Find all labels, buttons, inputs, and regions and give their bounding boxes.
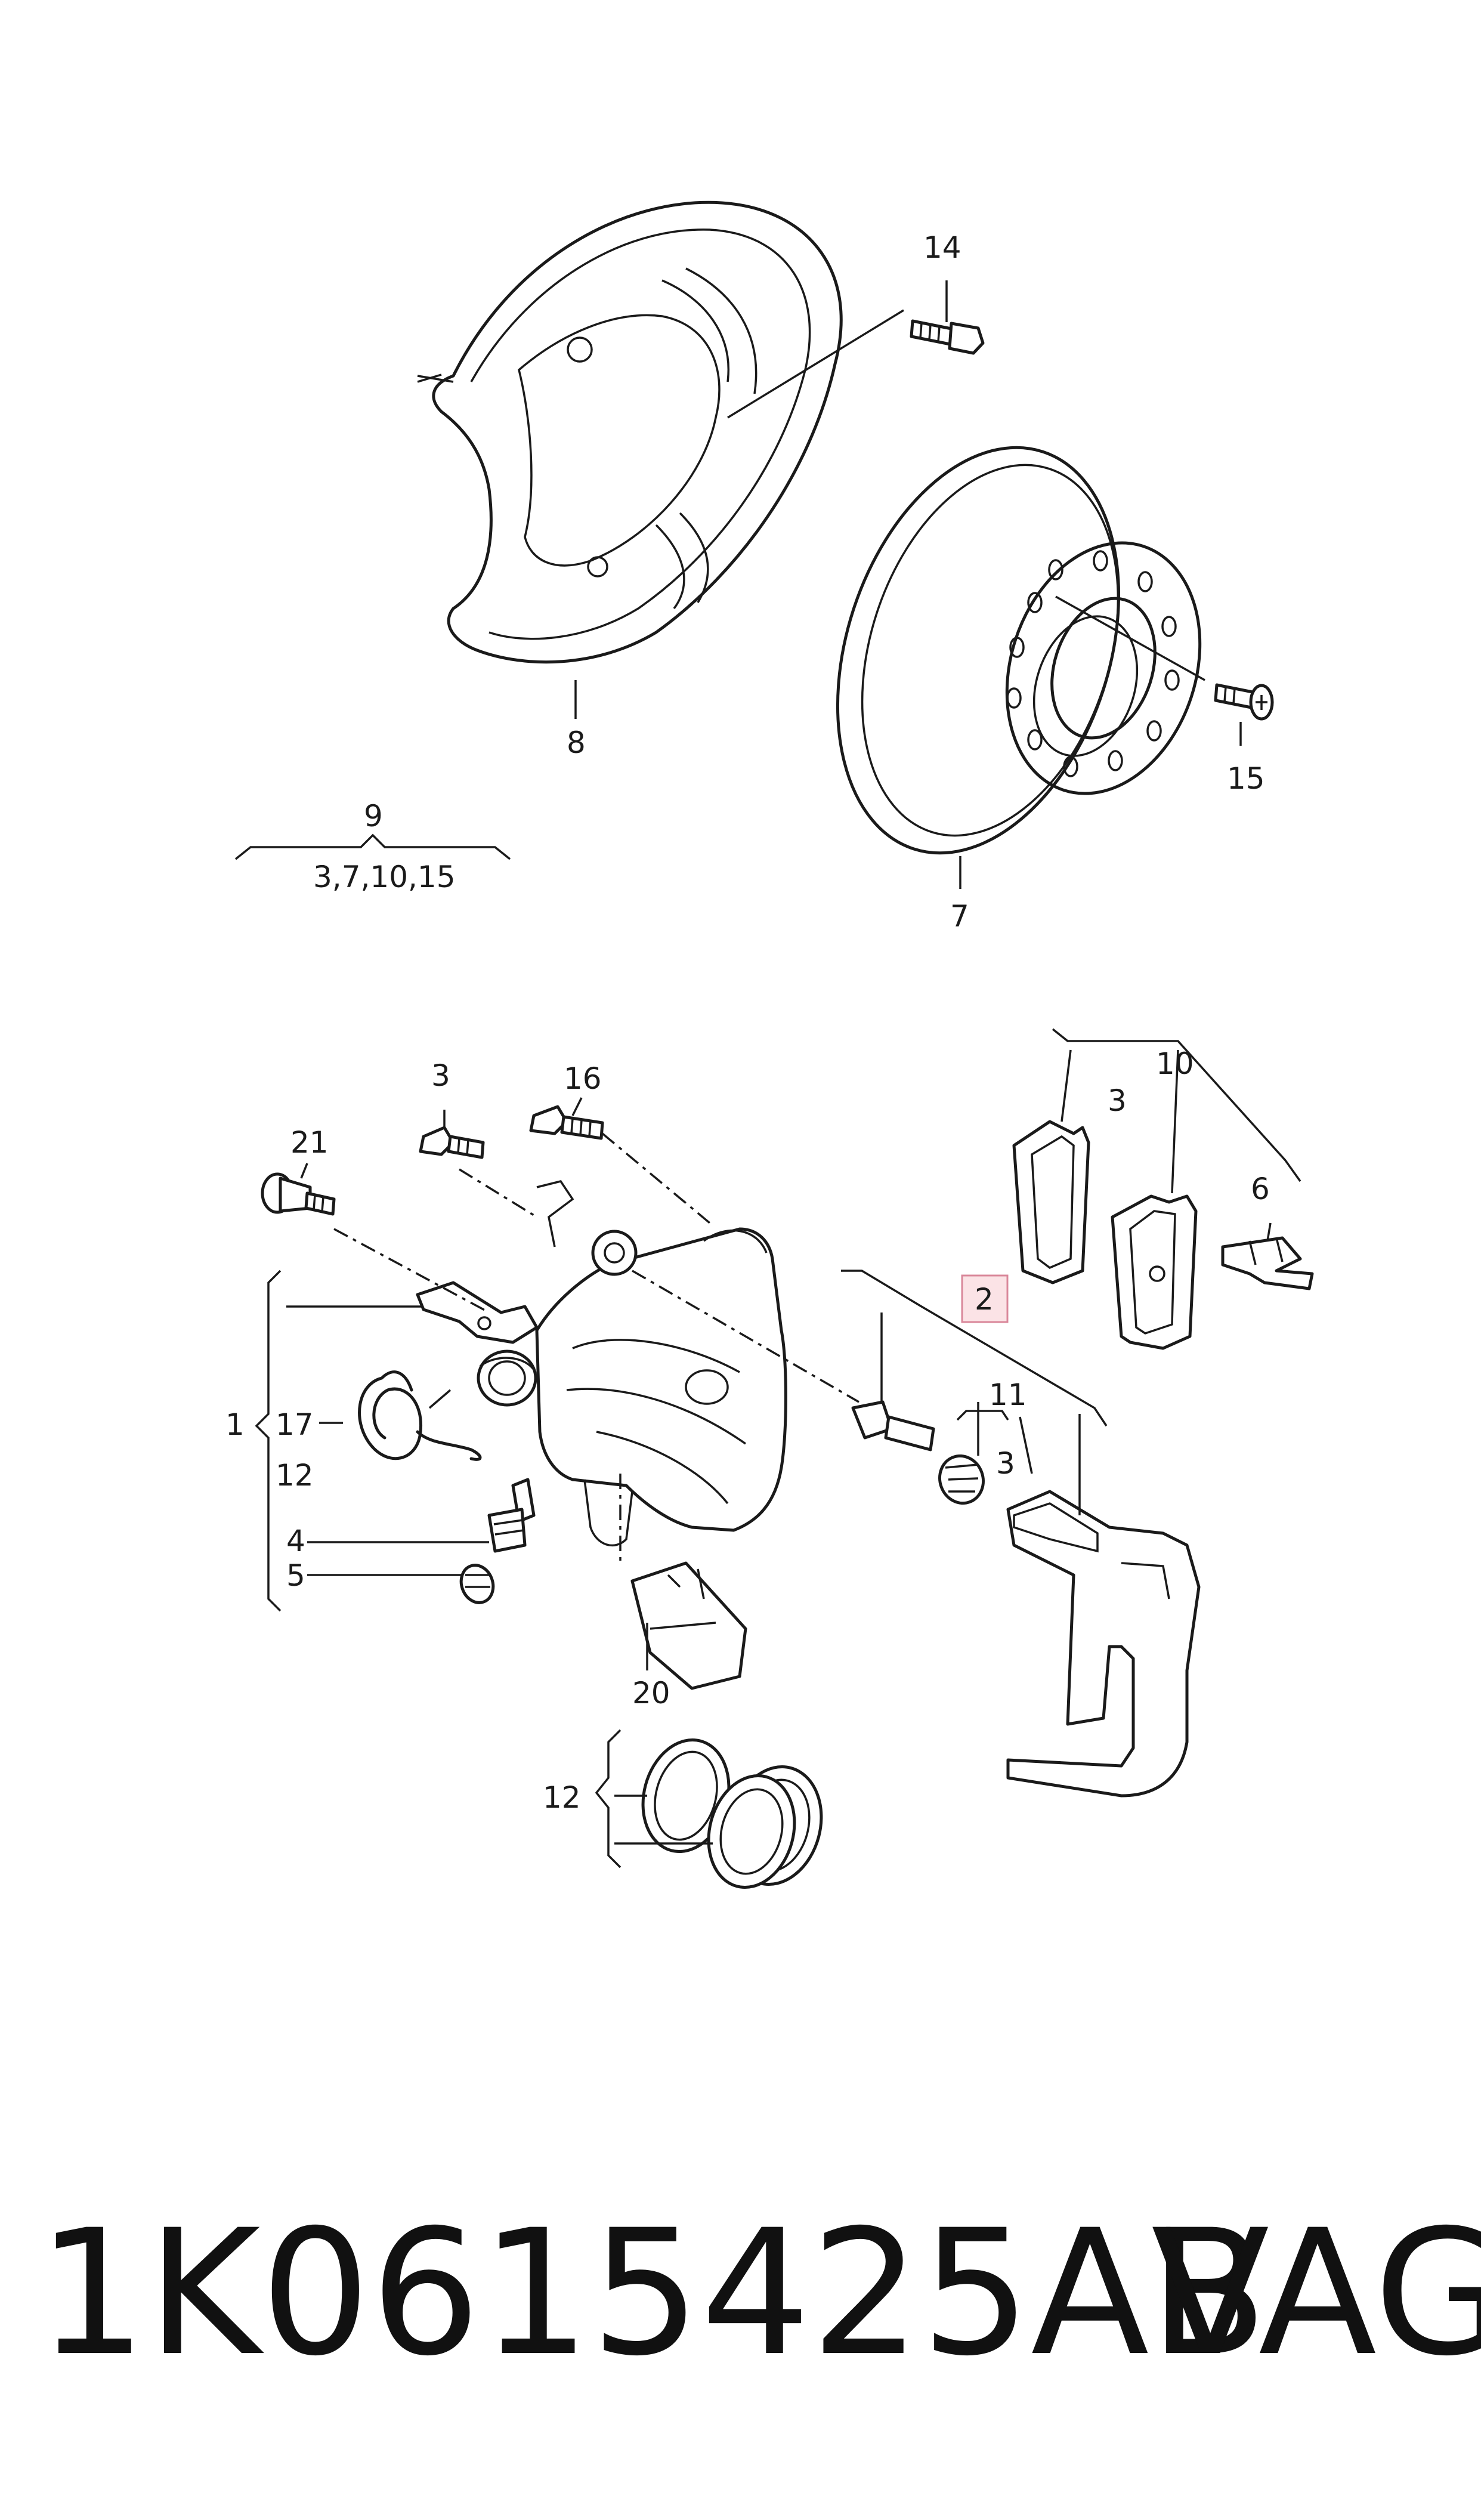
- callout-17: 17: [276, 1407, 314, 1442]
- seal-kit-12-part: [641, 1738, 823, 1889]
- lower-leader-lines: [255, 1028, 1301, 1869]
- lower-dash-lines: [333, 1132, 859, 1563]
- dust-shield-part: [417, 200, 843, 664]
- brake-disc-part: [836, 446, 1202, 855]
- callout-2-highlight: [961, 1274, 1009, 1323]
- callout-3-bolt: 3: [431, 1058, 450, 1093]
- callout-6: 6: [1251, 1172, 1270, 1206]
- callout-16: 16: [564, 1061, 602, 1096]
- bolt-14-part: [910, 319, 985, 355]
- top-leader-lines: [234, 280, 1242, 889]
- caliper-bracket-part: [1006, 1490, 1201, 1798]
- cap-5-part: [459, 1564, 495, 1604]
- callout-8: 8: [567, 725, 586, 760]
- screw-15-part: [1214, 683, 1274, 721]
- callout-3-pads: 3: [1108, 1083, 1127, 1118]
- callout-15: 15: [1227, 761, 1265, 796]
- bleeder-4-part: [487, 1478, 536, 1553]
- bolt-21-part: [261, 1172, 336, 1216]
- caliper-body-part: [535, 1180, 787, 1546]
- callout-11: 11: [989, 1378, 1027, 1412]
- brand-text: VAG: [1151, 2193, 1481, 2394]
- callout-3-pin: 3: [996, 1446, 1015, 1481]
- spring-20-part: [630, 1561, 747, 1690]
- callout-9-sub: 3,7,10,15: [313, 860, 456, 894]
- callout-1: 1: [225, 1407, 245, 1442]
- callout-7: 7: [950, 899, 969, 934]
- callout-5: 5: [286, 1558, 305, 1593]
- callout-9: 9: [364, 799, 383, 833]
- callout-4: 4: [286, 1524, 305, 1558]
- bolt-16-part: [529, 1105, 604, 1140]
- callout-labels: 14 8 15 9 3,7,10,15 7 10 3 3 16 6 21 2 1…: [225, 230, 1270, 1815]
- callout-20: 20: [632, 1676, 670, 1710]
- callout-12-upper: 12: [276, 1458, 314, 1493]
- bolt-3-part: [419, 1126, 485, 1159]
- handbrake-lever-part: [416, 1281, 539, 1407]
- callout-10: 10: [1156, 1046, 1194, 1081]
- clip-6-part: [1221, 1236, 1314, 1290]
- part-number-text: 1K0615425AB: [37, 2193, 1268, 2394]
- brake-pads-part: [1012, 1120, 1198, 1350]
- guide-pin-11-part: [851, 1400, 985, 1505]
- callout-12-lower: 12: [543, 1780, 581, 1815]
- callout-2: 2: [975, 1282, 994, 1317]
- callout-14: 14: [923, 230, 961, 265]
- callout-21: 21: [290, 1125, 329, 1160]
- spring-17-part: [358, 1370, 482, 1461]
